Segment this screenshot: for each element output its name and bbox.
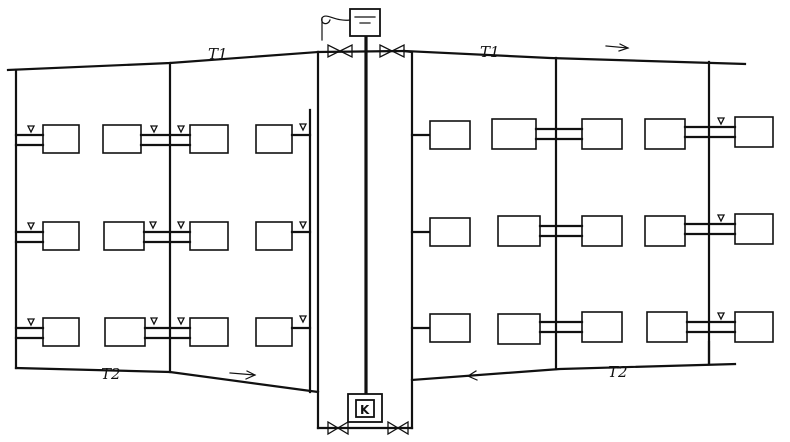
radiator [255,317,293,347]
radiator [189,221,229,251]
right-connections [534,125,737,366]
radiator-valve-icon [176,317,186,326]
label-return-left: T2 [101,365,121,383]
radiator-valve-icon [298,315,308,324]
supply-main-left [6,50,320,72]
gate-valve-icon [379,43,405,59]
radiator [102,124,142,154]
radiator-valves [26,117,726,327]
radiator-valve-icon [26,222,36,231]
radiator-valve-icon [149,317,159,326]
radiator [104,317,146,347]
radiator-valve-icon [716,214,726,223]
radiator [255,221,293,251]
boiler-label: K [360,403,370,417]
radiator [734,311,774,343]
radiator-valve-icon [26,125,36,134]
supply-header [316,49,406,54]
supply-main-right [402,49,747,66]
return-main-left [14,366,320,394]
left-radiators [42,124,293,347]
radiator [42,317,80,347]
return-main-right [410,362,737,382]
radiator [734,116,774,148]
gate-valve-icon [327,420,349,436]
gate-valve-icon [327,43,353,59]
radiator [646,311,688,343]
radiator-valve-icon [149,125,159,134]
radiator [491,118,537,150]
radiator [644,215,686,247]
radiator-valve-icon [176,221,186,230]
radiator [103,221,145,251]
label-return-right: T2 [608,363,628,381]
right-radiators [429,116,774,345]
radiator-valve-icon [298,221,308,230]
radiator-valve-icon [148,221,158,230]
radiator [42,124,80,154]
radiator [497,215,541,247]
gate-valve-icon [387,420,409,436]
radiator [255,124,293,154]
left-risers [14,61,312,394]
radiator [42,221,80,251]
radiator-valve-icon [716,117,726,126]
radiator [734,213,774,245]
radiator-valve-icon [298,123,308,132]
radiator [429,120,471,150]
radiator-valve-icon [176,125,186,134]
right-risers [410,56,711,371]
radiator [581,311,623,343]
main-riser [316,34,414,430]
label-supply-left: T1 [208,45,228,63]
radiator [497,313,541,345]
label-supply-right: T1 [480,43,500,61]
radiator [581,118,623,150]
radiator-valve-icon [716,312,726,321]
radiator [644,118,686,150]
radiator [189,317,229,347]
radiator [581,215,623,247]
radiator [429,313,471,343]
radiator [429,217,471,247]
flow-arrow-supply [605,43,630,52]
flow-arrow-return-left [229,370,257,380]
radiator-valve-icon [26,318,36,327]
left-connections [14,133,312,340]
expansion-tank [321,8,381,41]
radiator [189,124,229,154]
main-valves [327,43,409,436]
boiler: K [347,393,383,423]
